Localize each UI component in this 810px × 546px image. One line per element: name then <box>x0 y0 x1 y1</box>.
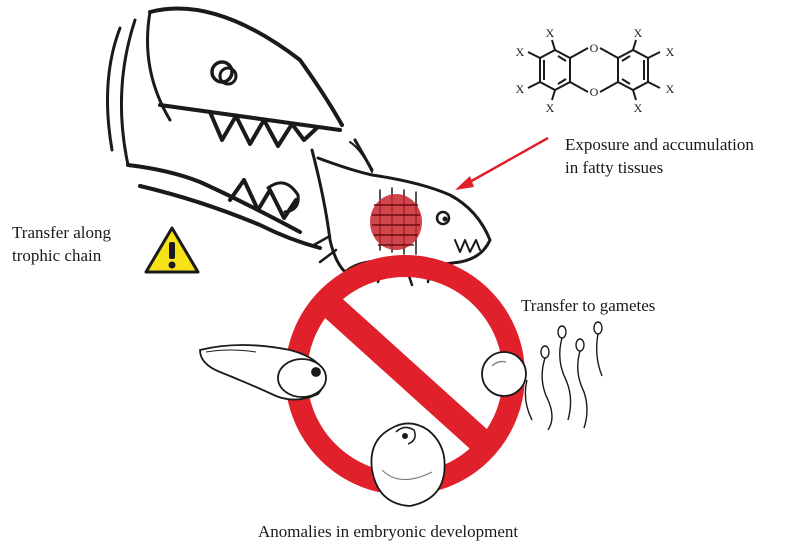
oxygen-top: O <box>590 41 599 55</box>
oxygen-bottom: O <box>590 85 599 99</box>
substituent: X <box>666 82 675 96</box>
egg-sketch <box>482 352 526 396</box>
substituent: X <box>516 82 525 96</box>
trophic-label: Transfer along trophic chain <box>12 221 111 267</box>
exposure-label-line2: in fatty tissues <box>565 156 754 179</box>
anomalies-label: Anomalies in embryonic development <box>258 520 518 543</box>
sperm-sketch <box>525 322 602 430</box>
large-fish-sketch <box>108 8 343 248</box>
warning-icon <box>146 228 198 272</box>
substituent: X <box>546 26 555 40</box>
exposure-arrow <box>455 138 548 190</box>
embryo-sketch <box>371 423 444 506</box>
trophic-label-line1: Transfer along <box>12 221 111 244</box>
fatty-tissue-patch <box>370 194 422 250</box>
substituent: X <box>546 101 555 115</box>
substituent: X <box>634 101 643 115</box>
substituent: X <box>634 26 643 40</box>
exposure-label: Exposure and accumulation in fatty tissu… <box>565 133 754 179</box>
substituent: X <box>516 45 525 59</box>
gametes-label: Transfer to gametes <box>521 294 655 317</box>
trophic-label-line2: trophic chain <box>12 244 111 267</box>
substituent: X <box>666 45 675 59</box>
exposure-label-line1: Exposure and accumulation <box>565 133 754 156</box>
